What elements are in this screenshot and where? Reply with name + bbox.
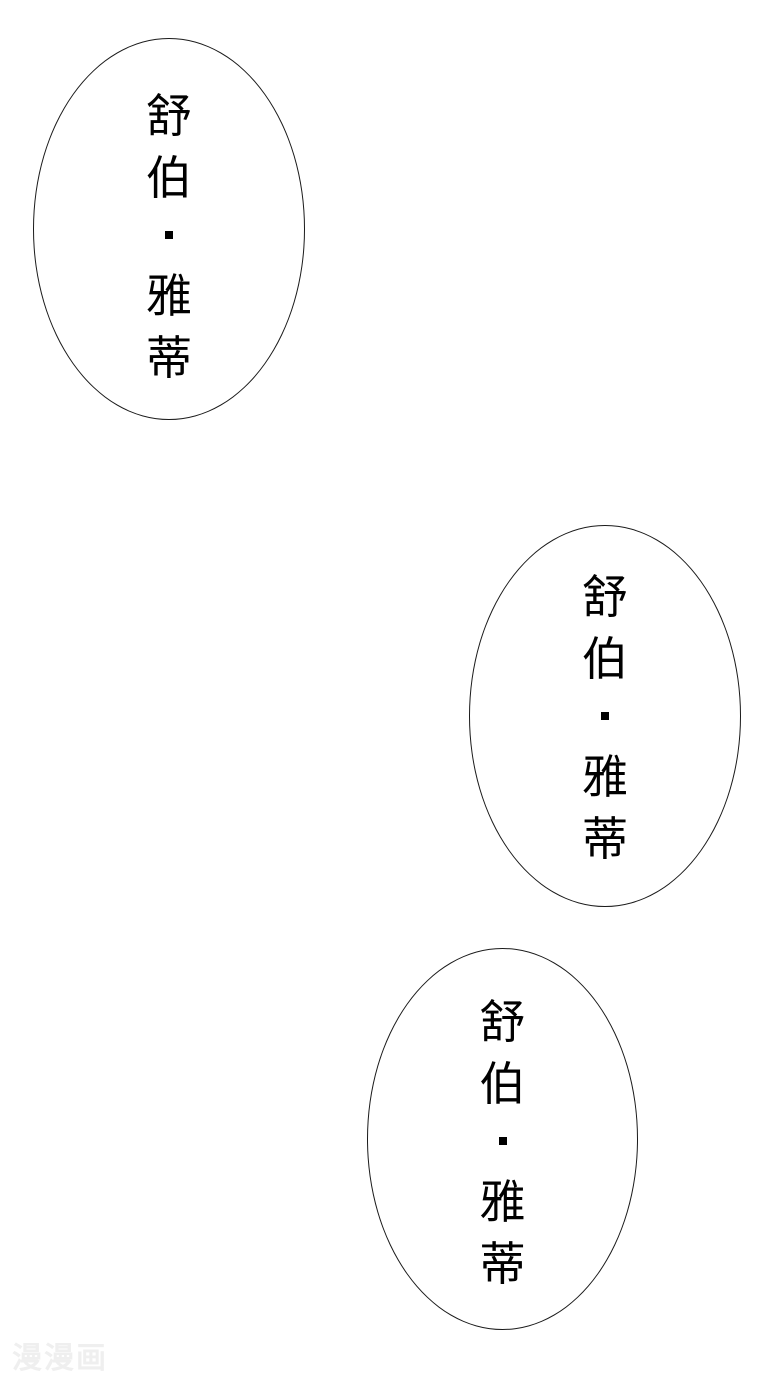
char: 雅 [582,750,628,804]
separator-dot [601,712,609,720]
bubble-text: 舒 伯 雅 蒂 [368,991,637,1295]
char: 舒 [582,570,628,624]
char: 蒂 [146,331,192,385]
char: 蒂 [582,812,628,866]
speech-bubble-2: 舒 伯 雅 蒂 [469,525,741,907]
char: 伯 [582,632,628,686]
char: 蒂 [479,1237,526,1291]
char: 舒 [479,995,526,1049]
speech-bubble-1: 舒 伯 雅 蒂 [33,38,305,420]
char: 雅 [479,1175,526,1229]
separator-dot [498,1137,507,1145]
char: 雅 [146,269,192,323]
separator-dot [165,231,173,239]
char: 伯 [146,151,192,205]
watermark-logo: 漫漫画 [12,1341,108,1376]
bubble-text: 舒 伯 雅 蒂 [34,85,304,389]
char: 伯 [479,1057,526,1111]
speech-bubble-3: 舒 伯 雅 蒂 [367,948,638,1330]
char: 舒 [146,89,192,143]
bubble-text: 舒 伯 雅 蒂 [470,566,740,870]
